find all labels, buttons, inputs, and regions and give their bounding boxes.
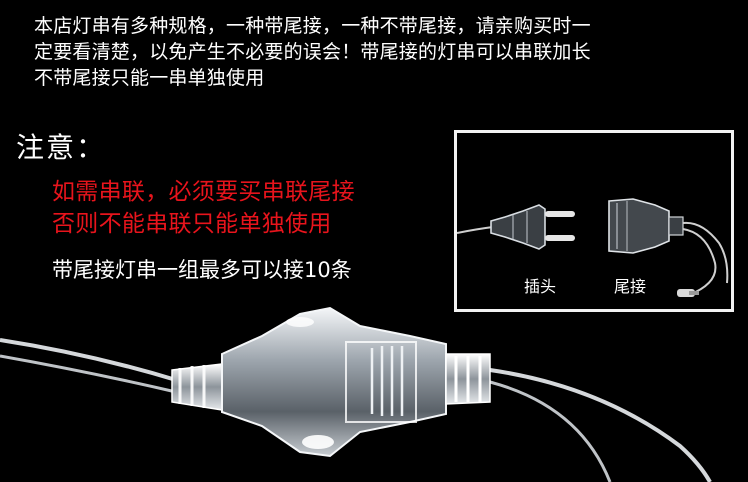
tail-connector-icon xyxy=(608,198,684,254)
warning-line-2: 否则不能串联只能单独使用 xyxy=(52,211,332,237)
large-plug-photo xyxy=(0,306,712,482)
notice-heading: 注意： xyxy=(16,131,107,164)
warning-line-1: 如需串联，必须要买串联尾接 xyxy=(52,179,355,205)
intro-text: 本店灯串有多种规格，一种带尾接，一种不带尾接，请亲购买时一 定要看清楚，以免产生… xyxy=(34,13,734,91)
intro-line-2: 定要看清楚，以免产生不必要的误会！带尾接的灯串可以串联加长 xyxy=(34,41,591,63)
plug-comparison-photo xyxy=(454,130,734,312)
intro-line-1: 本店灯串有多种规格，一种带尾接，一种不带尾接，请亲购买时一 xyxy=(34,15,591,37)
plug-caption: 插头 xyxy=(524,277,557,296)
intro-line-3: 不带尾接只能一串单独使用 xyxy=(34,67,265,89)
plug-icon xyxy=(490,204,575,250)
tail-caption: 尾接 xyxy=(614,277,647,296)
chain-limit-text: 带尾接灯串一组最多可以接10条 xyxy=(52,258,352,282)
plug-and-tail-illustration xyxy=(457,198,729,297)
